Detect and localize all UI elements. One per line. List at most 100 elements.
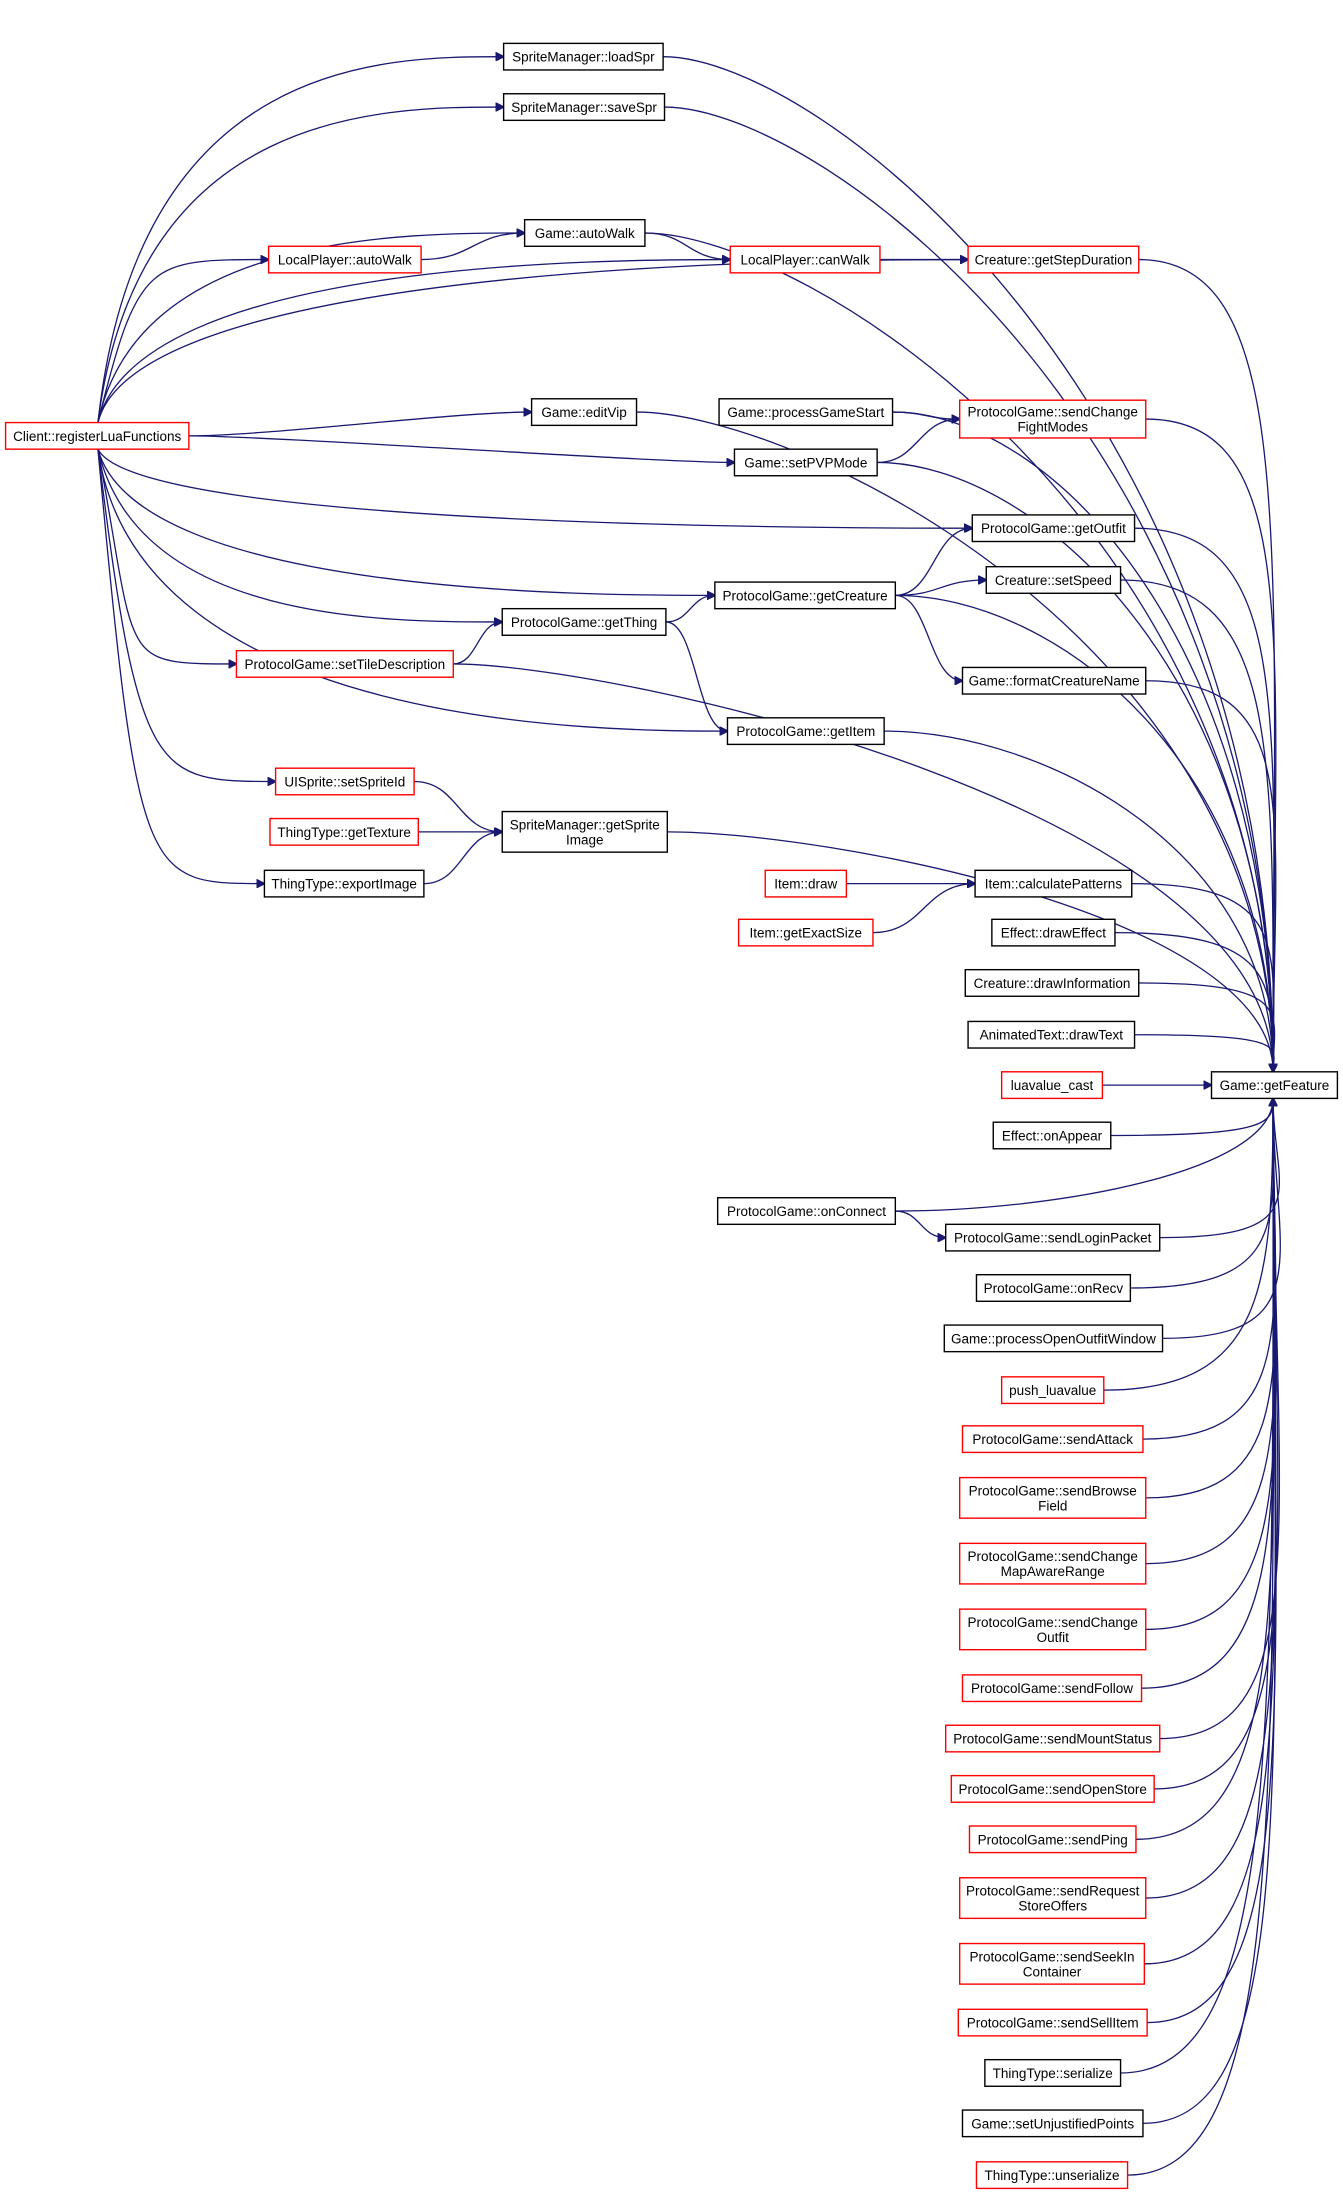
node-formatCreatureName[interactable]: Game::formatCreatureName xyxy=(961,666,1147,695)
node-processGameStart[interactable]: Game::processGameStart xyxy=(718,398,894,427)
node-box xyxy=(501,607,667,636)
node-setTileDescription[interactable]: ProtocolGame::setTileDescription xyxy=(235,649,454,678)
node-label: Effect::drawEffect xyxy=(1001,926,1107,941)
node-sendLoginPacket[interactable]: ProtocolGame::sendLoginPacket xyxy=(944,1223,1161,1252)
node-box xyxy=(502,42,664,71)
node-serialize[interactable]: ThingType::serialize xyxy=(984,2058,1122,2087)
node-box xyxy=(269,817,419,846)
node-itemDraw[interactable]: Item::draw xyxy=(764,869,848,898)
node-setSpriteId[interactable]: UISprite::setSpriteId xyxy=(274,767,415,796)
node-label: AnimatedText::drawText xyxy=(980,1028,1124,1043)
node-drawText[interactable]: AnimatedText::drawText xyxy=(967,1020,1136,1049)
node-getItem[interactable]: ProtocolGame::getItem xyxy=(726,717,885,746)
node-getTexture[interactable]: ThingType::getTexture xyxy=(269,817,419,846)
node-label: LocalPlayer::canWalk xyxy=(740,253,870,268)
edge-registerLua-to-setSpriteId xyxy=(97,449,276,781)
node-getThing[interactable]: ProtocolGame::getThing xyxy=(501,607,667,636)
node-label: ThingType::serialize xyxy=(993,2066,1113,2081)
node-box xyxy=(267,245,422,274)
edge-getCreature-to-getOutfit xyxy=(895,528,972,597)
node-processOpenOutfitWindow[interactable]: Game::processOpenOutfitWindow xyxy=(943,1324,1164,1353)
node-label: Game::editVip xyxy=(541,405,626,420)
edge-onConnect-to-sendLoginPacket xyxy=(895,1210,945,1238)
node-label: ProtocolGame::sendMountStatus xyxy=(953,1732,1152,1747)
node-label: ProtocolGame::sendSellItem xyxy=(967,2016,1139,2031)
edge-sendFollow-to-getFeature xyxy=(1141,1098,1275,1689)
node-box xyxy=(944,1223,1161,1252)
node-sendSellItem[interactable]: ProtocolGame::sendSellItem xyxy=(957,2008,1148,2037)
node-label: ProtocolGame::sendChange xyxy=(968,405,1138,420)
node-box xyxy=(944,1724,1161,1753)
node-loadSpr[interactable]: SpriteManager::loadSpr xyxy=(502,42,664,71)
node-label: Game::setPVPMode xyxy=(744,455,867,470)
node-label: Game::setUnjustifiedPoints xyxy=(971,2116,1134,2131)
edge-registerLua-to-loadSpr xyxy=(97,57,504,423)
edge-sendAttack-to-getFeature xyxy=(1142,1098,1275,1440)
node-getExactSize[interactable]: Item::getExactSize xyxy=(737,918,874,947)
node-getOutfit[interactable]: ProtocolGame::getOutfit xyxy=(971,514,1136,543)
node-label: ProtocolGame::sendFollow xyxy=(971,1681,1133,1696)
node-drawInformation[interactable]: Creature::drawInformation xyxy=(964,968,1140,997)
node-box xyxy=(974,869,1133,898)
node-setSpeed[interactable]: Creature::setSpeed xyxy=(985,565,1122,594)
node-label: ProtocolGame::sendSeekIn xyxy=(969,1949,1134,1964)
node-label: ProtocolGame::onConnect xyxy=(727,1204,886,1219)
edge-getStepDuration-to-getFeature xyxy=(1138,258,1275,1072)
node-setUnjustifiedPoints[interactable]: Game::setUnjustifiedPoints xyxy=(961,2109,1144,2138)
node-onRecv[interactable]: ProtocolGame::onRecv xyxy=(975,1274,1132,1302)
node-unserialize[interactable]: ThingType::unserialize xyxy=(975,2161,1129,2190)
node-box xyxy=(958,1476,1147,1519)
node-sendOpenStore[interactable]: ProtocolGame::sendOpenStore xyxy=(950,1774,1155,1803)
node-getFeature[interactable]: Game::getFeature xyxy=(1210,1071,1339,1100)
node-layer: SpriteManager::loadSprSpriteManager::sav… xyxy=(4,42,1339,2190)
node-label: Client::registerLuaFunctions xyxy=(13,429,181,444)
edge-getCreature-to-formatCreatureName xyxy=(895,594,962,680)
node-autoWalk[interactable]: Game::autoWalk xyxy=(523,218,646,247)
node-box xyxy=(958,1608,1147,1651)
node-calculatePatterns[interactable]: Item::calculatePatterns xyxy=(974,869,1133,898)
edge-onAppear-to-getFeature xyxy=(1110,1098,1273,1137)
node-setPVPMode[interactable]: Game::setPVPMode xyxy=(733,448,878,477)
node-canWalk[interactable]: LocalPlayer::canWalk xyxy=(729,245,881,274)
node-label: SpriteManager::loadSpr xyxy=(512,50,655,65)
node-sendFollow[interactable]: ProtocolGame::sendFollow xyxy=(961,1674,1143,1703)
node-box xyxy=(501,810,669,853)
node-pushLuavalue[interactable]: push_luavalue xyxy=(1000,1376,1105,1405)
node-label: ProtocolGame::sendRequest xyxy=(966,1884,1140,1899)
edge-exportImage-to-getSpriteImage xyxy=(423,832,502,885)
node-lpAutoWalk[interactable]: LocalPlayer::autoWalk xyxy=(267,245,422,274)
node-label: Field xyxy=(1038,1498,1067,1513)
node-sendPing[interactable]: ProtocolGame::sendPing xyxy=(968,1825,1137,1854)
node-box xyxy=(975,2161,1129,2190)
node-label: luavalue_cast xyxy=(1011,1078,1094,1093)
node-label: ProtocolGame::getItem xyxy=(736,724,875,739)
node-sendAttack[interactable]: ProtocolGame::sendAttack xyxy=(961,1425,1144,1454)
node-onConnect[interactable]: ProtocolGame::onConnect xyxy=(716,1197,897,1226)
node-getCreature[interactable]: ProtocolGame::getCreature xyxy=(714,581,897,610)
node-exportImage[interactable]: ThingType::exportImage xyxy=(263,869,425,898)
node-box xyxy=(991,918,1116,947)
edge-getItem-to-getFeature xyxy=(884,730,1273,1072)
node-label: Game::formatCreatureName xyxy=(969,674,1140,689)
node-box xyxy=(968,1825,1137,1854)
node-luavalueCast[interactable]: luavalue_cast xyxy=(1000,1071,1104,1100)
edge-registerLua-to-setPVPMode xyxy=(188,435,735,463)
edge-processOpenOutfitWindow-to-getFeature xyxy=(1162,1098,1281,1340)
node-drawEffect[interactable]: Effect::drawEffect xyxy=(991,918,1116,947)
node-sendMountStatus[interactable]: ProtocolGame::sendMountStatus xyxy=(944,1724,1161,1753)
node-box xyxy=(4,421,190,450)
node-label: ProtocolGame::sendChange xyxy=(968,1549,1138,1564)
node-registerLua[interactable]: Client::registerLuaFunctions xyxy=(4,421,190,450)
node-editVip[interactable]: Game::editVip xyxy=(530,398,638,427)
node-onAppear[interactable]: Effect::onAppear xyxy=(992,1121,1112,1150)
edge-layer xyxy=(97,57,1281,2176)
node-saveSpr[interactable]: SpriteManager::saveSpr xyxy=(502,93,666,122)
node-getStepDuration[interactable]: Creature::getStepDuration xyxy=(967,245,1140,274)
